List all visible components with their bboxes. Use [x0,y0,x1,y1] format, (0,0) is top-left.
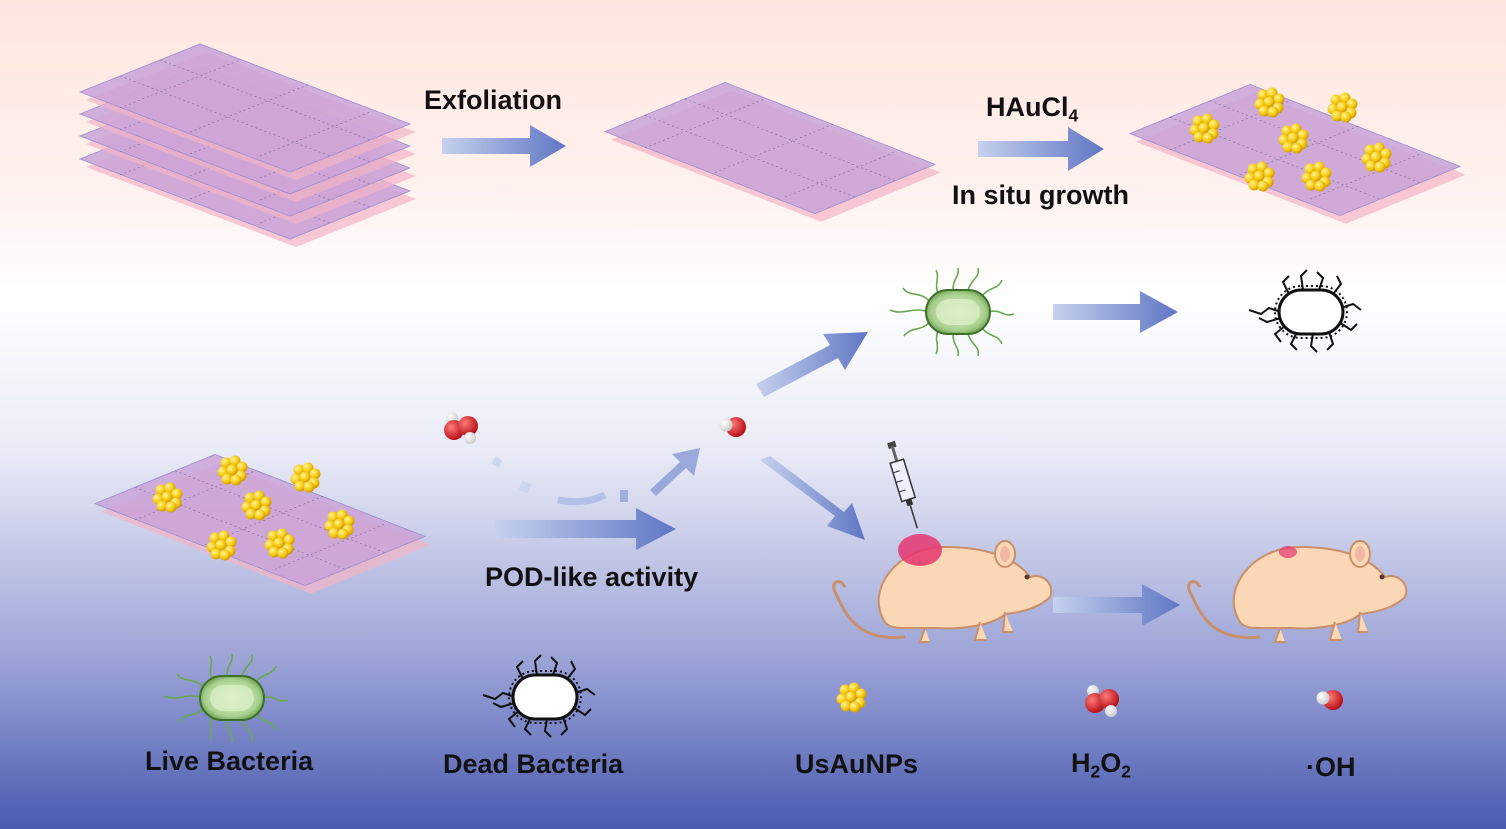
pod-arrow [495,508,676,550]
legend-dead-bacteria-label: Dead Bacteria [443,749,624,779]
h2o2-sub1: 2 [1090,761,1101,782]
live-bacteria-icon [163,653,289,743]
killing-arrow [1053,291,1178,333]
infected-mouse [832,534,1053,644]
h2o2-o: O [1100,748,1122,778]
legend-gold-label: UsAuNPs [795,749,919,779]
dead-bacterium-result [1247,268,1363,354]
branch-arrow-up [756,332,868,397]
conversion-dashes [491,456,628,506]
in-situ-growth-label: In situ growth [952,180,1129,210]
reagent-formula: HAuCl [986,92,1069,122]
growth-arrow [978,127,1104,171]
exfoliation-label: Exfoliation [424,85,563,115]
live-bacterium-target [889,267,1015,357]
reagent-label: HAuCl4 [986,92,1078,126]
hydroxyl-radical-icon [1316,690,1343,710]
exfoliated-nanosheet [604,81,942,223]
legend-h2o2-label: H2O2 [1071,748,1131,782]
healed-mouse [1187,539,1408,644]
healing-arrow [1053,584,1180,626]
reagent-subscript: 4 [1068,105,1079,126]
h2o2-molecule-input [444,412,478,444]
gold-loaded-nanosheet [1129,83,1467,225]
h2o2-molecule-icon [1085,685,1119,717]
exfoliation-arrow [442,125,566,167]
branch-arrow-down [760,456,865,540]
hydroxyl-radical-center [719,417,746,437]
legend-live-bacteria-label: Live Bacteria [145,746,314,776]
pod-activity-label: POD-like activity [485,562,699,592]
catalyst-nanosheet [94,453,432,595]
gold-nanoparticle-icon [836,682,867,713]
syringe-icon [887,440,918,529]
h2o2-sub2: 2 [1121,761,1132,782]
bulk-framework-stack [79,43,417,248]
dead-bacteria-icon [481,653,597,739]
legend-oh-label: ·OH [1306,752,1356,782]
upturn-arrow [650,448,700,496]
h2o2-h: H [1071,748,1091,778]
